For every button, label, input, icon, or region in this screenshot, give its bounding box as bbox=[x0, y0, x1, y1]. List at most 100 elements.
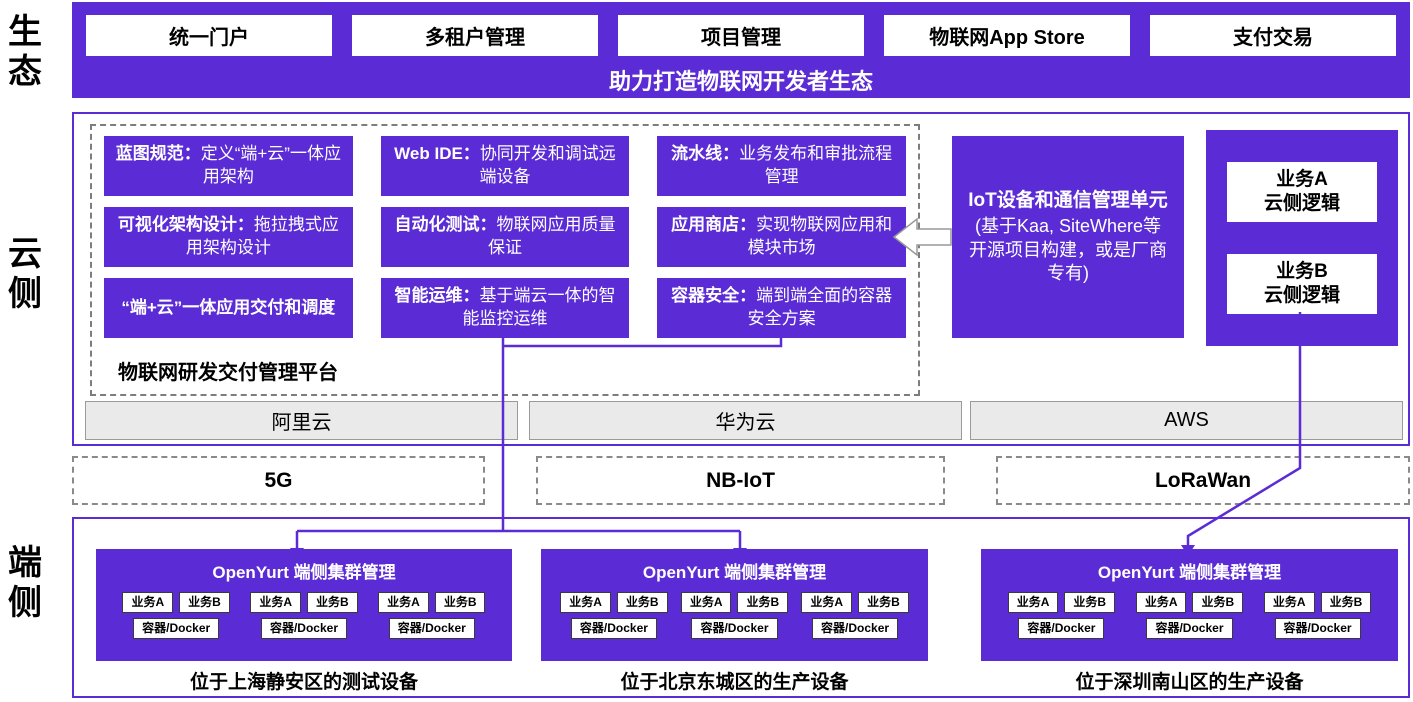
network-5g: 5G bbox=[72, 456, 485, 505]
provider-aws: AWS bbox=[970, 401, 1403, 440]
tile-head: 流水线： bbox=[671, 144, 740, 164]
eco-item-multi-tenant: 多租户管理 bbox=[352, 15, 598, 56]
tile-head: 可视化架构设计： bbox=[117, 215, 254, 235]
container-docker-box: 容器/Docker bbox=[1274, 618, 1361, 640]
tile-body: 协同开发和调试远端设备 bbox=[479, 144, 616, 186]
network-lorawan: LoRaWan bbox=[996, 456, 1410, 505]
tile-blueprint-spec: 蓝图规范：定义“端+云”一体应用架构 bbox=[104, 136, 353, 196]
caption-shenzhen-prod-devices: 位于深圳南山区的生产设备 bbox=[1075, 672, 1304, 693]
tile-head: 智能运维： bbox=[394, 286, 480, 306]
band-label-edge: 端侧 bbox=[8, 544, 42, 623]
eco-item-project-mgmt: 项目管理 bbox=[618, 15, 864, 56]
band-label-cloud: 云侧 bbox=[8, 235, 42, 314]
eco-item-unified-portal: 统一门户 bbox=[86, 15, 332, 56]
network-nb-iot: NB-IoT bbox=[536, 456, 945, 505]
tile-app-store: 应用商店：实现物联网应用和模块市场 bbox=[657, 207, 906, 267]
cluster-title: OpenYurt 端侧集群管理 bbox=[1097, 563, 1282, 582]
service-a-box: 业务A bbox=[801, 592, 853, 614]
service-b-box: 业务B bbox=[737, 592, 789, 614]
tile-head: 蓝图规范： bbox=[115, 144, 201, 164]
container-docker-box: 容器/Docker bbox=[1018, 618, 1105, 640]
tile-visual-arch-design: 可视化架构设计：拖拉拽式应用架构设计 bbox=[104, 207, 353, 267]
tile-head: 自动化测试： bbox=[394, 215, 497, 235]
container-docker-box: 容器/Docker bbox=[260, 618, 347, 640]
tile-body: 基于端云一体的智能监控运维 bbox=[462, 286, 616, 328]
service-b-box: 业务B bbox=[616, 592, 668, 614]
service-a-box: 业务A bbox=[560, 592, 611, 614]
service-a-box: 业务A bbox=[680, 592, 732, 614]
service-b-box: 业务B bbox=[1320, 592, 1372, 614]
tile-head: “端+云”一体应用交付和调度 bbox=[121, 297, 336, 317]
eco-item-payment: 支付交易 bbox=[1150, 15, 1396, 56]
tile-head: Web IDE： bbox=[394, 144, 480, 164]
container-docker-box: 容器/Docker bbox=[570, 618, 657, 640]
tile-body: 业务发布和审批流程管理 bbox=[739, 144, 893, 186]
service-a-box: 业务A bbox=[378, 592, 429, 614]
caption-shanghai-test-devices: 位于上海静安区的测试设备 bbox=[189, 672, 418, 693]
service-b-box: 业务B bbox=[434, 592, 486, 614]
container-docker-box: 容器/Docker bbox=[812, 618, 899, 640]
tile-body: 拖拉拽式应用架构设计 bbox=[185, 215, 339, 257]
tile-body: 端到端全面的容器安全方案 bbox=[747, 286, 893, 328]
eco-item-iot-app-store: 物联网App Store bbox=[884, 15, 1130, 56]
ecosystem-caption: 助力打造物联网开发者生态 bbox=[608, 69, 873, 94]
platform-label: 物联网研发交付管理平台 bbox=[118, 362, 338, 384]
cluster-title: OpenYurt 端侧集群管理 bbox=[642, 563, 827, 582]
rd-delivery-platform-group: 蓝图规范：定义“端+云”一体应用架构 Web IDE：协同开发和调试远端设备 流… bbox=[90, 124, 920, 396]
tile-body: 定义“端+云”一体应用架构 bbox=[200, 144, 341, 186]
provider-aliyun: 阿里云 bbox=[85, 401, 518, 440]
platform-tile-grid: 蓝图规范：定义“端+云”一体应用架构 Web IDE：协同开发和调试远端设备 流… bbox=[104, 136, 906, 338]
cloud-services-panel: 业务A 云侧逻辑 业务B 云侧逻辑 bbox=[1206, 130, 1398, 346]
tile-head: 容器安全： bbox=[671, 286, 757, 306]
tile-intelligent-ops: 智能运维：基于端云一体的智能监控运维 bbox=[380, 278, 630, 338]
service-a-cloud-logic: 业务A 云侧逻辑 bbox=[1227, 162, 1377, 222]
tile-body: 实现物联网应用和模块市场 bbox=[747, 215, 893, 257]
service-b-box: 业务B bbox=[179, 592, 230, 614]
cluster-title: OpenYurt 端侧集群管理 bbox=[212, 563, 396, 582]
cloud-band: 蓝图规范：定义“端+云”一体应用架构 Web IDE：协同开发和调试远端设备 流… bbox=[72, 112, 1410, 446]
iot-unit-title: IoT设备和通信管理单元 bbox=[968, 189, 1168, 211]
service-b-box: 业务B bbox=[1064, 592, 1116, 614]
ecosystem-band: 统一门户 多租户管理 项目管理 物联网App Store 支付交易 助力打造物联… bbox=[72, 2, 1410, 98]
service-b-cloud-logic: 业务B 云侧逻辑 bbox=[1227, 254, 1377, 314]
service-a-box: 业务A bbox=[122, 592, 174, 614]
container-docker-box: 容器/Docker bbox=[691, 618, 778, 640]
tile-edge-cloud-delivery: “端+云”一体应用交付和调度 bbox=[104, 278, 353, 338]
service-b-box: 业务B bbox=[858, 592, 909, 614]
iot-device-comm-mgmt-unit: IoT设备和通信管理单元 (基于Kaa, SiteWhere等开源项目构建，或是… bbox=[952, 136, 1184, 338]
service-a-box: 业务A bbox=[1135, 592, 1187, 614]
tile-web-ide: Web IDE：协同开发和调试远端设备 bbox=[380, 136, 630, 196]
service-b-box: 业务B bbox=[1192, 592, 1244, 614]
container-docker-box: 容器/Docker bbox=[133, 618, 220, 640]
tile-head: 应用商店： bbox=[671, 215, 757, 235]
service-a-box: 业务A bbox=[250, 592, 301, 614]
container-docker-box: 容器/Docker bbox=[1146, 618, 1233, 640]
provider-huawei-cloud: 华为云 bbox=[529, 401, 962, 440]
container-docker-box: 容器/Docker bbox=[388, 618, 475, 640]
iot-unit-subtitle: (基于Kaa, SiteWhere等开源项目构建，或是厂商专有) bbox=[969, 216, 1167, 284]
service-b-box: 业务B bbox=[306, 592, 358, 614]
band-label-ecosystem: 生态 bbox=[8, 13, 42, 92]
tile-automated-testing: 自动化测试：物联网应用质量保证 bbox=[380, 207, 630, 267]
tile-pipeline: 流水线：业务发布和审批流程管理 bbox=[657, 136, 906, 196]
service-a-box: 业务A bbox=[1007, 592, 1059, 614]
tile-body: 物联网应用质量保证 bbox=[487, 215, 616, 257]
ecosystem-items-row: 统一门户 多租户管理 项目管理 物联网App Store 支付交易 bbox=[86, 15, 1396, 56]
tile-container-security: 容器安全：端到端全面的容器安全方案 bbox=[657, 278, 906, 338]
